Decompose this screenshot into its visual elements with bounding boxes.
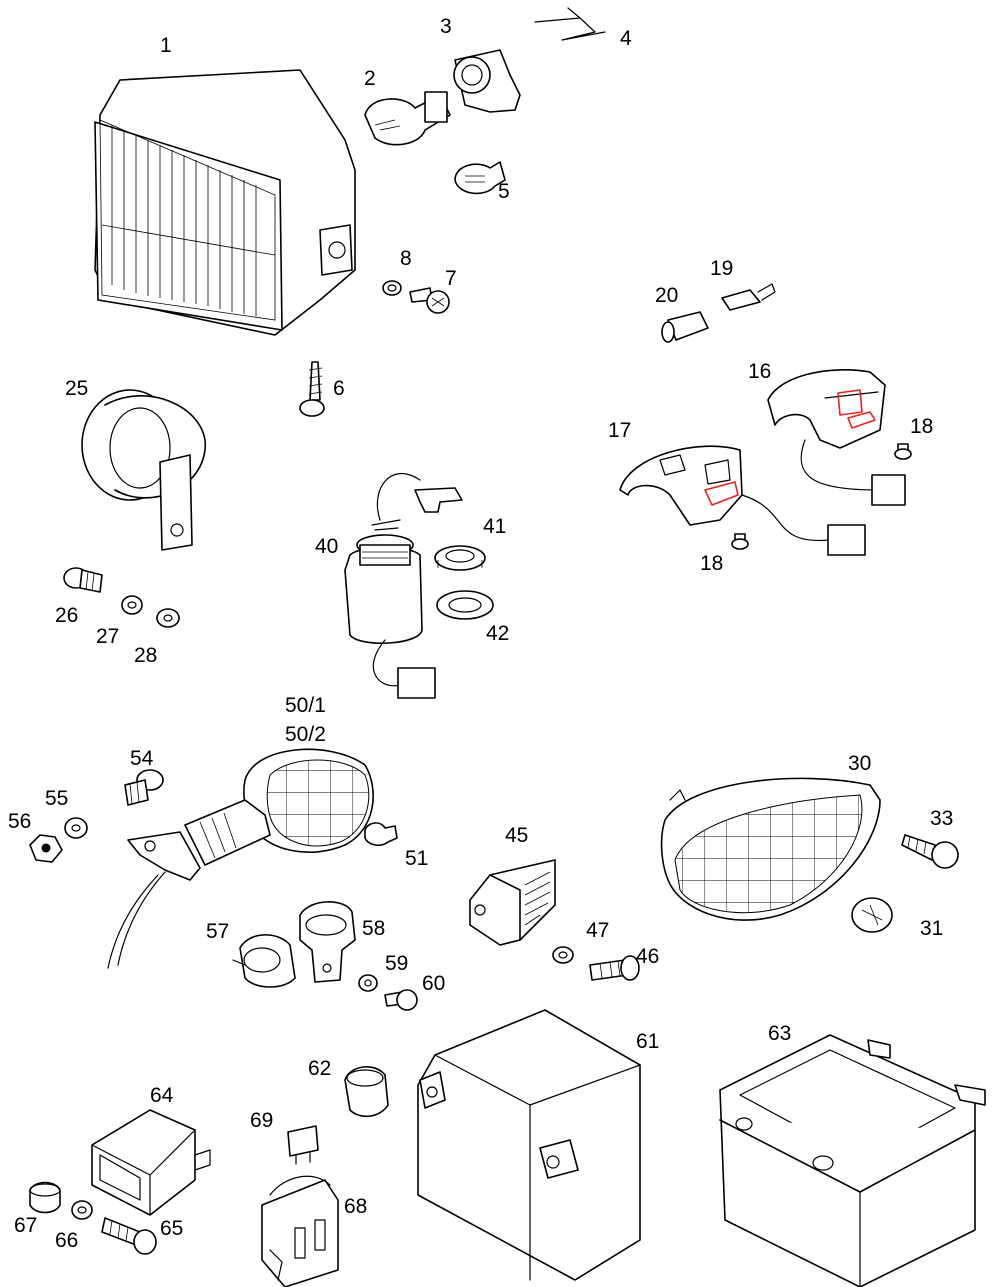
label-63: 63 — [768, 1022, 791, 1045]
label-64: 64 — [150, 1084, 174, 1107]
label-41: 41 — [483, 515, 506, 538]
screw-33 — [901, 834, 959, 869]
label-26: 26 — [55, 604, 78, 627]
label-25: 25 — [65, 377, 88, 400]
regulator — [469, 859, 556, 946]
parking-bulb — [454, 161, 506, 195]
label-18-upper: 18 — [910, 415, 933, 438]
connector-19 — [721, 283, 776, 311]
left-switch — [619, 445, 866, 556]
label-54: 54 — [130, 747, 154, 770]
battery — [417, 1009, 641, 1281]
fuse-box-68 — [261, 1175, 339, 1287]
washer-28 — [156, 608, 180, 628]
screw-18-lower — [731, 533, 749, 550]
label-3: 3 — [440, 15, 452, 38]
label-6: 6 — [333, 377, 345, 400]
washer-55 — [64, 817, 88, 839]
label-51: 51 — [405, 847, 428, 870]
nut-41 — [434, 545, 486, 571]
label-62: 62 — [308, 1057, 331, 1080]
label-1: 1 — [160, 34, 172, 57]
label-28: 28 — [134, 644, 157, 667]
label-5: 5 — [498, 180, 510, 203]
label-16: 16 — [748, 360, 771, 383]
label-60: 60 — [422, 972, 445, 995]
sleeve-20 — [661, 311, 709, 343]
headlight-bulb — [364, 91, 451, 146]
clamp-58 — [299, 901, 356, 983]
label-69: 69 — [250, 1109, 273, 1132]
tail-light — [660, 777, 881, 921]
label-50-1: 50/1 — [285, 694, 326, 717]
screw-18-upper — [894, 443, 912, 460]
battery-box — [719, 1034, 986, 1287]
fuse-cap-62 — [344, 1066, 389, 1118]
label-27: 27 — [96, 625, 119, 648]
label-50-2: 50/2 — [285, 723, 326, 746]
bulb-socket — [453, 49, 521, 113]
label-17: 17 — [608, 419, 631, 442]
fuse-holder-57 — [232, 934, 296, 988]
screw-7 — [409, 287, 450, 314]
label-4: 4 — [620, 27, 632, 50]
ignition-switch — [344, 473, 463, 699]
label-59: 59 — [385, 952, 408, 975]
washer-8 — [382, 280, 402, 296]
label-31: 31 — [920, 917, 943, 940]
label-47: 47 — [586, 919, 609, 942]
label-7: 7 — [445, 267, 457, 290]
label-42: 42 — [486, 622, 509, 645]
label-67: 67 — [14, 1214, 37, 1237]
label-30: 30 — [848, 752, 871, 775]
label-55: 55 — [45, 787, 68, 810]
horn — [81, 389, 206, 551]
screw-54 — [124, 769, 164, 806]
label-18-lower: 18 — [700, 552, 723, 575]
label-58: 58 — [362, 917, 385, 940]
bulb-51 — [364, 822, 398, 847]
spring-clip — [534, 7, 606, 41]
label-45: 45 — [505, 824, 528, 847]
spring-washer-27 — [121, 595, 143, 615]
relay — [91, 1109, 211, 1216]
label-20: 20 — [655, 284, 678, 307]
screw-60 — [384, 989, 418, 1011]
sleeve-67 — [29, 1181, 61, 1214]
washer-66 — [71, 1200, 93, 1220]
label-2: 2 — [364, 67, 376, 90]
screw-65 — [101, 1217, 157, 1255]
bolt-26 — [63, 567, 103, 593]
label-61: 61 — [636, 1030, 659, 1053]
fuse-69 — [287, 1125, 319, 1165]
label-56: 56 — [8, 810, 31, 833]
label-33: 33 — [930, 807, 953, 830]
washer-59 — [358, 974, 378, 992]
label-65: 65 — [160, 1217, 183, 1240]
screw-46 — [589, 955, 640, 981]
washer-47 — [552, 946, 574, 964]
wood-screw-6 — [299, 361, 325, 417]
label-19: 19 — [710, 257, 733, 280]
part-labels: 1 2 3 4 5 8 7 6 19 20 16 18 17 18 25 26 … — [8, 15, 953, 1252]
label-40: 40 — [315, 535, 338, 558]
label-57: 57 — [206, 920, 229, 943]
label-46: 46 — [636, 945, 659, 968]
headlight — [94, 69, 356, 336]
right-switch — [767, 369, 906, 506]
label-8: 8 — [400, 247, 412, 270]
label-66: 66 — [55, 1229, 78, 1252]
turn-signal — [107, 748, 374, 969]
bulb-31 — [851, 897, 893, 933]
washer-42 — [436, 590, 494, 620]
nut-56 — [29, 834, 63, 863]
label-68: 68 — [344, 1195, 367, 1218]
